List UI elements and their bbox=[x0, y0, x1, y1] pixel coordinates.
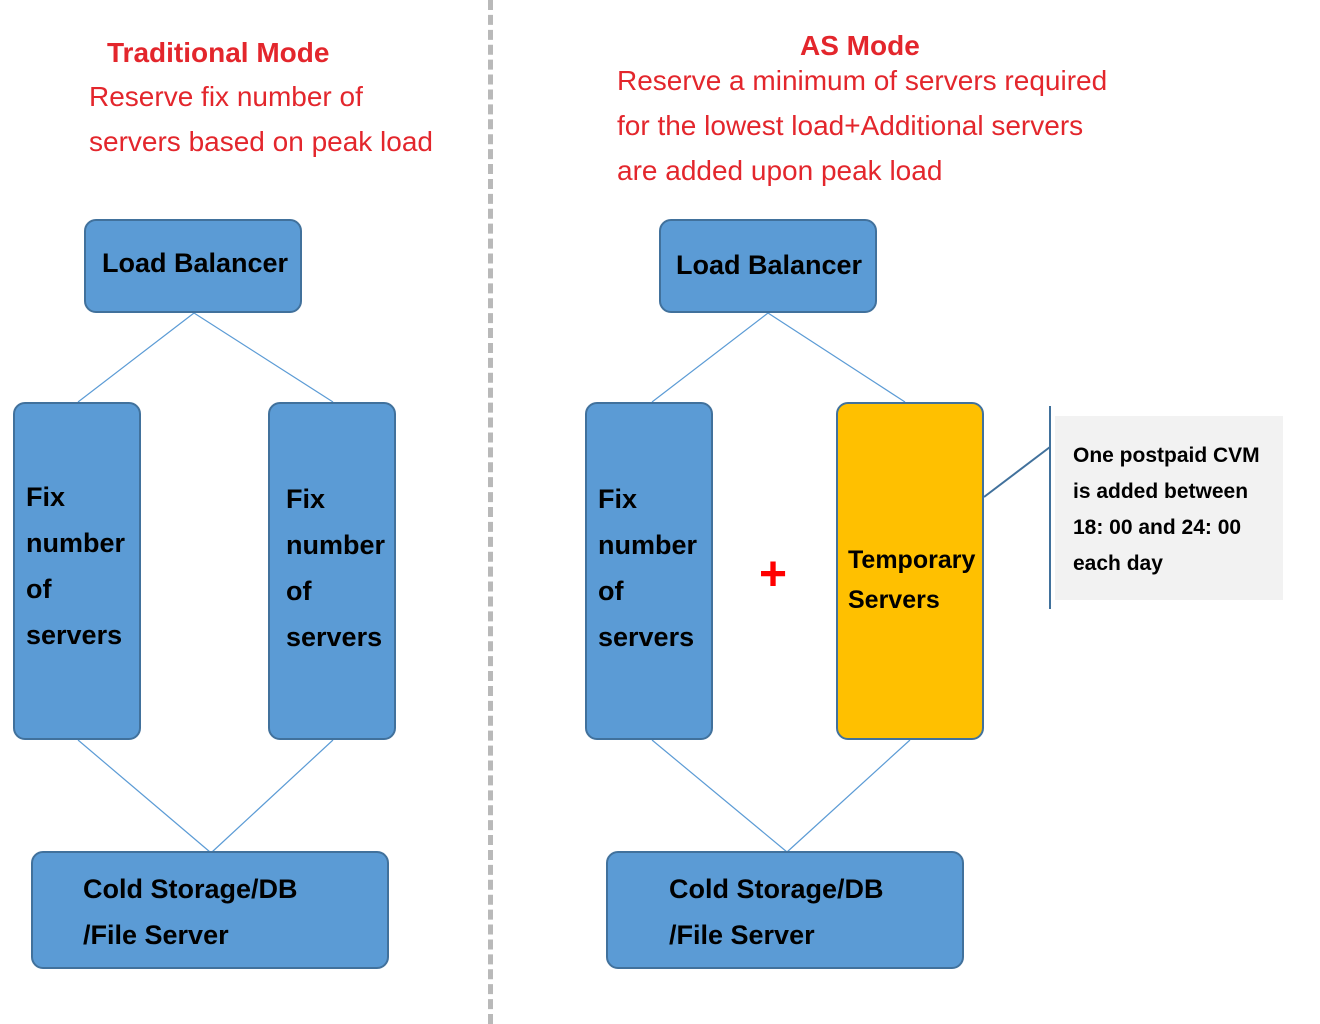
as-mode-desc-line: are added upon peak load bbox=[617, 155, 943, 186]
label-line: Fix bbox=[26, 482, 66, 512]
traditional-fixed-servers-a: Fix number of servers bbox=[13, 402, 141, 740]
connector-line bbox=[651, 312, 769, 403]
label-line: Cold Storage/DB bbox=[83, 874, 298, 904]
label-line: number bbox=[26, 528, 126, 558]
as-fixed-servers: Fix number of servers bbox=[585, 402, 713, 740]
label-line: Fix bbox=[286, 484, 326, 514]
as-mode-desc-line: Reserve a minimum of servers required bbox=[617, 65, 1108, 96]
label-line: servers bbox=[26, 620, 123, 650]
as-mode-title: AS Mode bbox=[800, 30, 920, 61]
storage-label: Cold Storage/DB /File Server bbox=[669, 866, 884, 958]
label-line: Cold Storage/DB bbox=[669, 874, 884, 904]
label-line: servers bbox=[286, 622, 383, 652]
load-balancer-label: Load Balancer bbox=[102, 248, 289, 278]
traditional-load-balancer: Load Balancer bbox=[84, 219, 302, 313]
fixed-servers-label: Fix number of servers bbox=[286, 476, 385, 660]
note-line: One postpaid CVM bbox=[1073, 444, 1260, 467]
as-cold-storage: Cold Storage/DB /File Server bbox=[606, 851, 964, 969]
connector-line bbox=[193, 312, 334, 403]
as-temporary-servers: Temporary Servers bbox=[836, 402, 984, 740]
label-line: of bbox=[26, 574, 52, 604]
plus-sign: + bbox=[759, 548, 788, 601]
postpaid-cvm-note: One postpaid CVM is added between 18: 00… bbox=[1055, 416, 1283, 600]
traditional-title: Traditional Mode bbox=[107, 37, 330, 68]
connector-line bbox=[77, 312, 195, 403]
label-line: servers bbox=[598, 622, 695, 652]
connector-line bbox=[77, 739, 211, 853]
label-line: Servers bbox=[848, 586, 940, 614]
storage-label: Cold Storage/DB /File Server bbox=[83, 866, 298, 958]
note-line: each day bbox=[1073, 552, 1163, 575]
traditional-fixed-servers-b: Fix number of servers bbox=[268, 402, 396, 740]
traditional-description: Reserve fix number of servers based on p… bbox=[89, 74, 433, 164]
note-line: 18: 00 and 24: 00 bbox=[1073, 516, 1242, 539]
as-mode-description: Reserve a minimum of servers required fo… bbox=[617, 58, 1107, 193]
label-line: /File Server bbox=[83, 920, 229, 950]
label-line: number bbox=[286, 530, 386, 560]
as-load-balancer: Load Balancer bbox=[659, 219, 877, 313]
fixed-servers-label: Fix number of servers bbox=[598, 476, 697, 660]
label-line: number bbox=[598, 530, 698, 560]
load-balancer-label: Load Balancer bbox=[676, 250, 863, 280]
label-line: Temporary bbox=[848, 546, 976, 574]
note-connector bbox=[983, 446, 1051, 498]
as-mode-desc-line: for the lowest load+Additional servers bbox=[617, 110, 1084, 141]
mode-divider bbox=[488, 0, 493, 1024]
label-line: of bbox=[286, 576, 312, 606]
note-line: is added between bbox=[1073, 480, 1249, 503]
traditional-desc-line: Reserve fix number of bbox=[89, 81, 363, 112]
connector-line bbox=[211, 739, 334, 853]
connector-line bbox=[767, 312, 906, 403]
traditional-cold-storage: Cold Storage/DB /File Server bbox=[31, 851, 389, 969]
fixed-servers-label: Fix number of servers bbox=[26, 474, 125, 658]
connector-line bbox=[786, 739, 911, 853]
label-line: Fix bbox=[598, 484, 638, 514]
label-line: /File Server bbox=[669, 920, 815, 950]
traditional-desc-line: servers based on peak load bbox=[89, 126, 433, 157]
temporary-servers-label: Temporary Servers bbox=[848, 540, 975, 620]
label-line: of bbox=[598, 576, 624, 606]
connector-line bbox=[651, 739, 788, 853]
note-text: One postpaid CVM is added between 18: 00… bbox=[1073, 438, 1260, 582]
note-bracket bbox=[1049, 406, 1051, 609]
